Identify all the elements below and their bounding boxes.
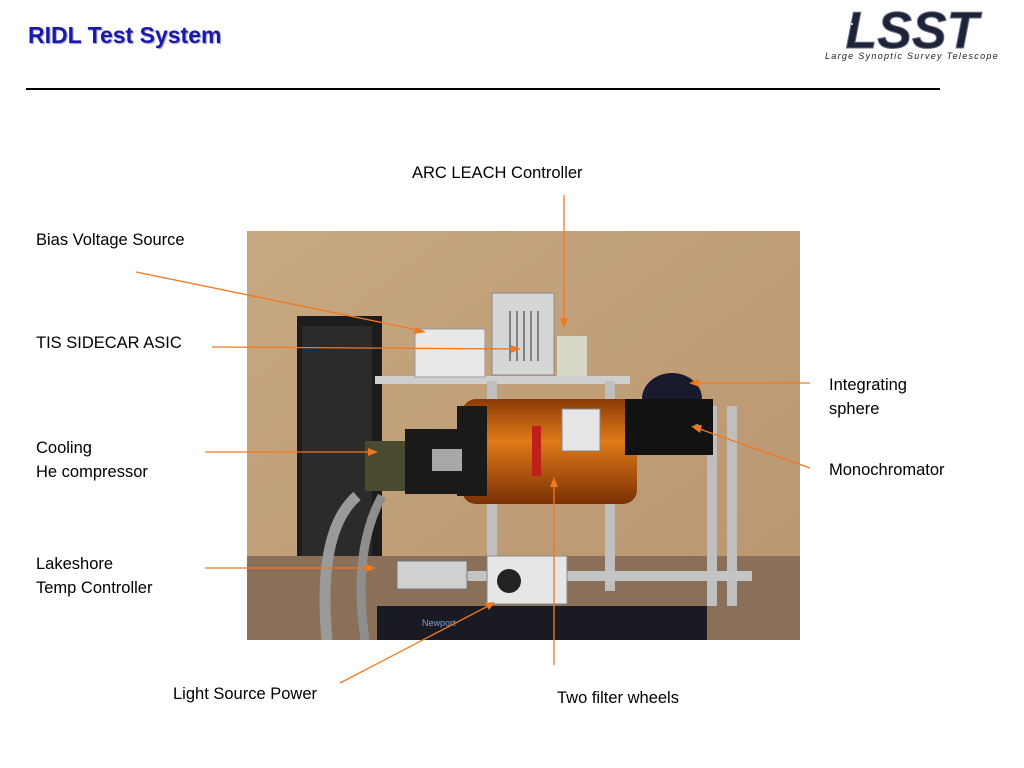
- two-filter-wheels-label: Two filter wheels: [557, 689, 679, 707]
- lakeshore-label-line1: Lakeshore: [36, 555, 114, 573]
- title-underline: [26, 88, 940, 90]
- tis-sidecar-label: TIS SIDECAR ASIC: [36, 334, 182, 352]
- integrating-sphere-label-line1: Integrating: [829, 376, 907, 394]
- slide-title: RIDL Test System: [28, 22, 222, 48]
- integrating-sphere-label-line2: sphere: [829, 400, 880, 418]
- bias-voltage-label: Bias Voltage Source: [36, 231, 185, 249]
- monochromator-label: Monochromator: [829, 461, 945, 479]
- test-system-photo: Newport: [247, 231, 800, 640]
- arc-leach-label: ARC LEACH Controller: [412, 164, 583, 182]
- logo-wordmark: LSST: [846, 4, 983, 60]
- lsst-logo: LSST: [812, 4, 1012, 61]
- svg-text:Newport: Newport: [422, 618, 456, 628]
- lakeshore-label-line2: Temp Controller: [36, 579, 153, 597]
- cooling-label: Cooling He compressor: [36, 436, 148, 484]
- integrating-sphere-label: Integrating sphere: [829, 373, 907, 421]
- cooling-label-line2: He compressor: [36, 463, 148, 481]
- light-source-power-label: Light Source Power: [173, 685, 317, 703]
- lakeshore-label: Lakeshore Temp Controller: [36, 552, 152, 600]
- logo-tagline: Large Synoptic Survey Telescope: [824, 51, 1000, 61]
- cooling-label-line1: Cooling: [36, 439, 92, 457]
